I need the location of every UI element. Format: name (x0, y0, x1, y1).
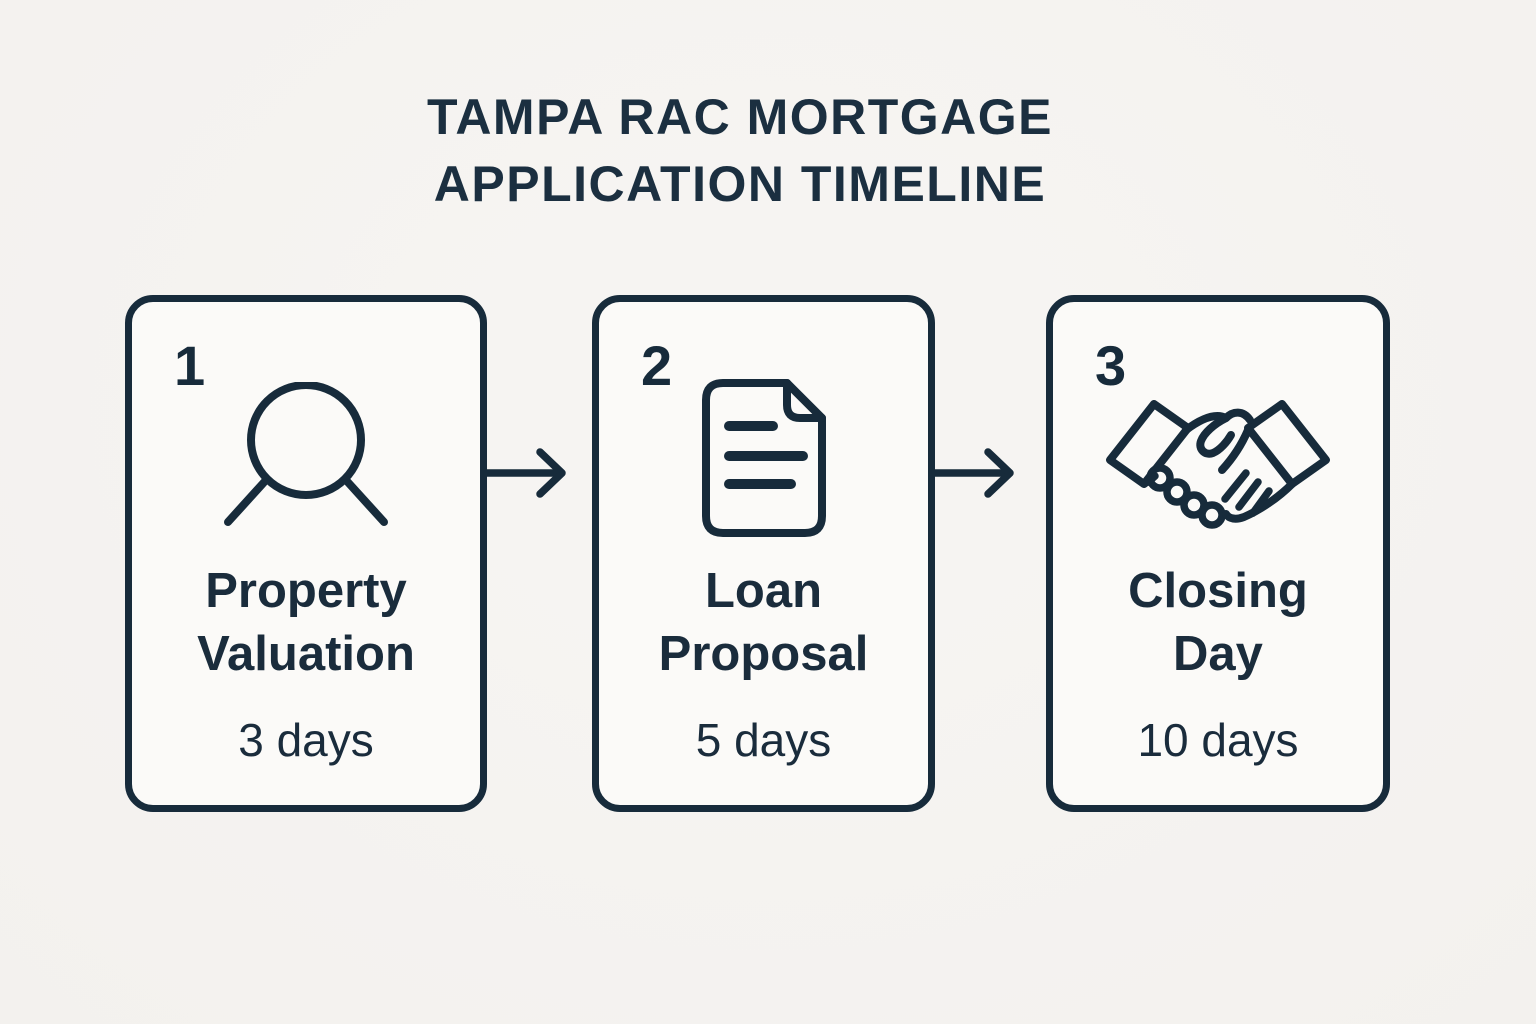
page-title-line-2: APPLICATION TIMELINE (433, 156, 1047, 212)
page-title: TAMPA RAC MORTGAGE APPLICATION TIMELINE (0, 84, 1480, 218)
step-title-line-2: Day (1173, 627, 1263, 681)
step-title: Closing Day (1053, 560, 1383, 686)
step-title-line-1: Property (205, 564, 407, 618)
step-card-property-valuation: 1 Property Valuation 3 days (125, 295, 487, 812)
step-duration: 10 days (1137, 714, 1299, 766)
document-icon (701, 379, 826, 537)
step-number: 2 (641, 334, 673, 397)
arrow-icon (487, 448, 566, 498)
step-title-line-2: Valuation (197, 627, 415, 681)
magnifier-icon (224, 382, 388, 526)
step-number: 3 (1095, 334, 1127, 397)
arrow-icon (935, 448, 1014, 498)
step-title-line-2: Proposal (658, 627, 869, 681)
step-title-line-1: Loan (704, 564, 823, 618)
step-card-loan-proposal: 2 Loan Proposal 5 days (592, 295, 935, 812)
step-title: Loan Proposal (599, 560, 928, 686)
step-number: 1 (174, 334, 206, 397)
step-title-line-1: Closing (1128, 564, 1308, 618)
step-duration: 5 days (695, 714, 832, 766)
step-title: Property Valuation (132, 560, 480, 686)
step-duration: 3 days (238, 714, 374, 766)
step-card-closing-day: 3 (1046, 295, 1390, 812)
timeline-steps: 1 Property Valuation 3 days 2 (125, 295, 1390, 812)
page-title-line-1: TAMPA RAC MORTGAGE (426, 89, 1054, 145)
handshake-icon (1106, 400, 1330, 529)
